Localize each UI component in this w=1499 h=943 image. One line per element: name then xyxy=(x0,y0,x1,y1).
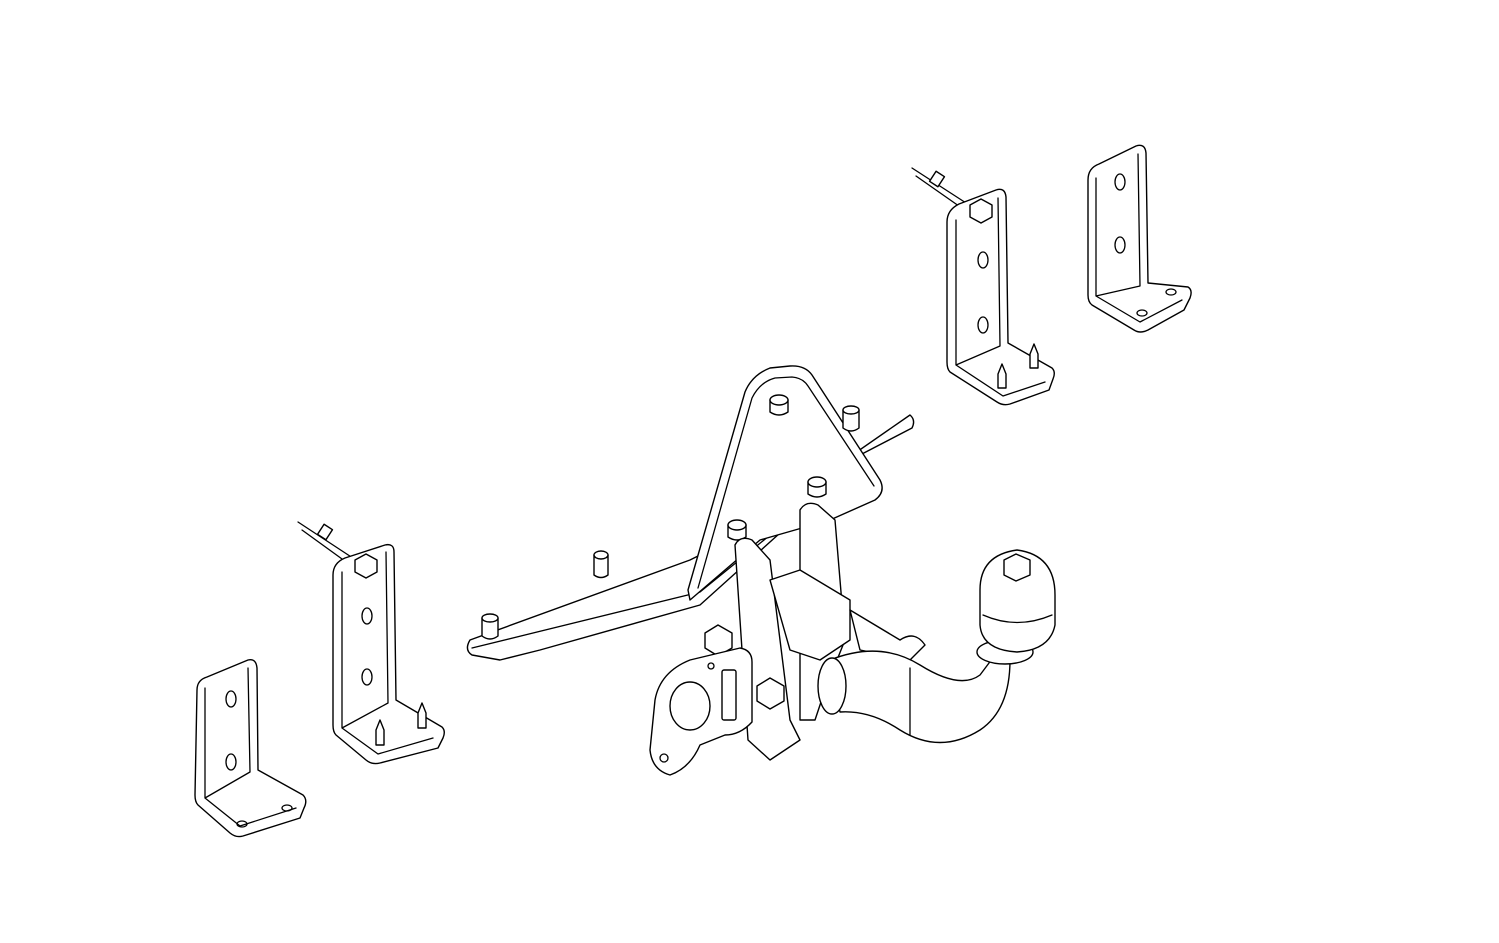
bolt-hole xyxy=(361,607,373,625)
stud xyxy=(807,476,827,498)
bolt-hole xyxy=(977,316,989,334)
bolt-hole xyxy=(361,668,373,686)
tow-ball-neck xyxy=(817,549,1056,744)
stud xyxy=(593,550,609,579)
locating-pin xyxy=(997,363,1007,389)
stud-nut xyxy=(481,613,499,640)
bolt-hole xyxy=(236,820,248,828)
l-bracket-right-inner xyxy=(911,167,1055,406)
locating-pin xyxy=(1029,343,1039,369)
bolt-hole xyxy=(1165,288,1177,296)
stud xyxy=(727,519,747,541)
release-lever xyxy=(849,609,926,661)
socket-hole xyxy=(669,681,711,731)
electrical-socket-plate xyxy=(649,647,753,776)
bolt-hole xyxy=(225,753,237,771)
hex-bolt xyxy=(704,624,733,657)
bolt-hole xyxy=(225,690,237,708)
bolt-hole xyxy=(281,804,293,812)
hex-nut xyxy=(969,198,993,224)
nut xyxy=(928,170,946,188)
hex-bolt xyxy=(756,677,785,710)
socket-label-slot xyxy=(721,669,737,721)
ball-top-nut xyxy=(1003,553,1031,582)
stud-nut xyxy=(842,405,860,432)
receiver-housing xyxy=(769,569,851,661)
neck-collar xyxy=(817,657,847,715)
bolt-hole xyxy=(977,251,989,269)
tow-ball xyxy=(979,549,1056,653)
bolt-hole xyxy=(1136,309,1148,317)
bolt-hole xyxy=(1114,173,1126,191)
l-bracket-left-outer xyxy=(194,658,307,838)
locating-pin xyxy=(375,719,385,746)
bolt-hole xyxy=(1114,236,1126,254)
stud xyxy=(769,394,789,416)
l-bracket-left-inner xyxy=(297,521,445,765)
l-bracket-right-outer xyxy=(1087,144,1192,333)
nut xyxy=(316,523,334,541)
locating-pin xyxy=(417,702,427,729)
hex-nut xyxy=(354,553,378,579)
